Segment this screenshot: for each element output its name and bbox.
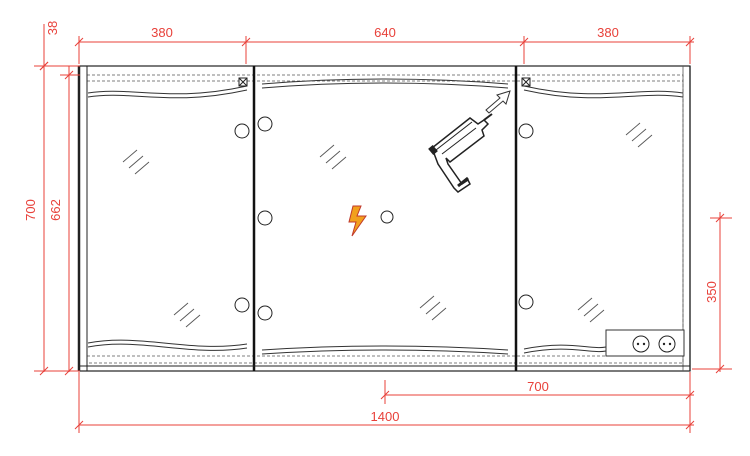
shelf-top-right <box>523 85 684 95</box>
corner-screws <box>238 77 531 87</box>
hinge-circle <box>257 116 273 132</box>
mirror-reflections <box>122 122 653 328</box>
dim-top-offset: 38 <box>45 21 60 35</box>
shelf-bottom-center <box>261 345 509 351</box>
screw-cross <box>521 77 531 87</box>
socket-outlet <box>632 335 650 353</box>
dim-socket-height: 350 <box>704 281 719 303</box>
shelf-bottom-left-edge <box>87 343 248 351</box>
dim-socket-span: 700 <box>527 379 549 394</box>
dim-top-left: 380 <box>151 25 173 40</box>
hinges <box>234 116 534 321</box>
socket-outlet <box>658 335 676 353</box>
socket-box <box>605 329 685 357</box>
shelf-top-right-edge <box>523 89 684 99</box>
shelf-bottom-right-edge <box>523 348 607 354</box>
hinge-circle <box>234 297 250 313</box>
lightning-icon <box>348 205 367 237</box>
hinge-circle <box>234 123 250 139</box>
hinge-circle <box>257 210 273 226</box>
hinge-circle <box>518 123 534 139</box>
dim-top-center: 640 <box>374 25 396 40</box>
dim-top-right: 380 <box>597 25 619 40</box>
shelf-top-center-edge <box>261 82 509 89</box>
shelf-bottom-right <box>523 344 607 350</box>
shelf-top-left-edge <box>87 89 248 99</box>
dim-door-height: 662 <box>48 199 63 221</box>
dimension-lines <box>34 24 732 433</box>
cable-hole-circle <box>380 210 394 224</box>
cabinet-body <box>77 65 691 372</box>
shelf-top-left <box>87 85 248 95</box>
arrow-icon <box>485 90 511 114</box>
drill-icon <box>428 113 493 193</box>
shelf-top-center <box>261 78 509 85</box>
shelf-bottom-left <box>87 339 248 347</box>
screw-cross <box>238 77 248 87</box>
dim-overall-width: 1400 <box>371 409 400 424</box>
dim-overall-height: 700 <box>23 199 38 221</box>
hinge-circle <box>257 305 273 321</box>
shelves <box>87 78 684 355</box>
hinge-circle <box>518 294 534 310</box>
shelf-bottom-center-edge <box>261 349 509 355</box>
